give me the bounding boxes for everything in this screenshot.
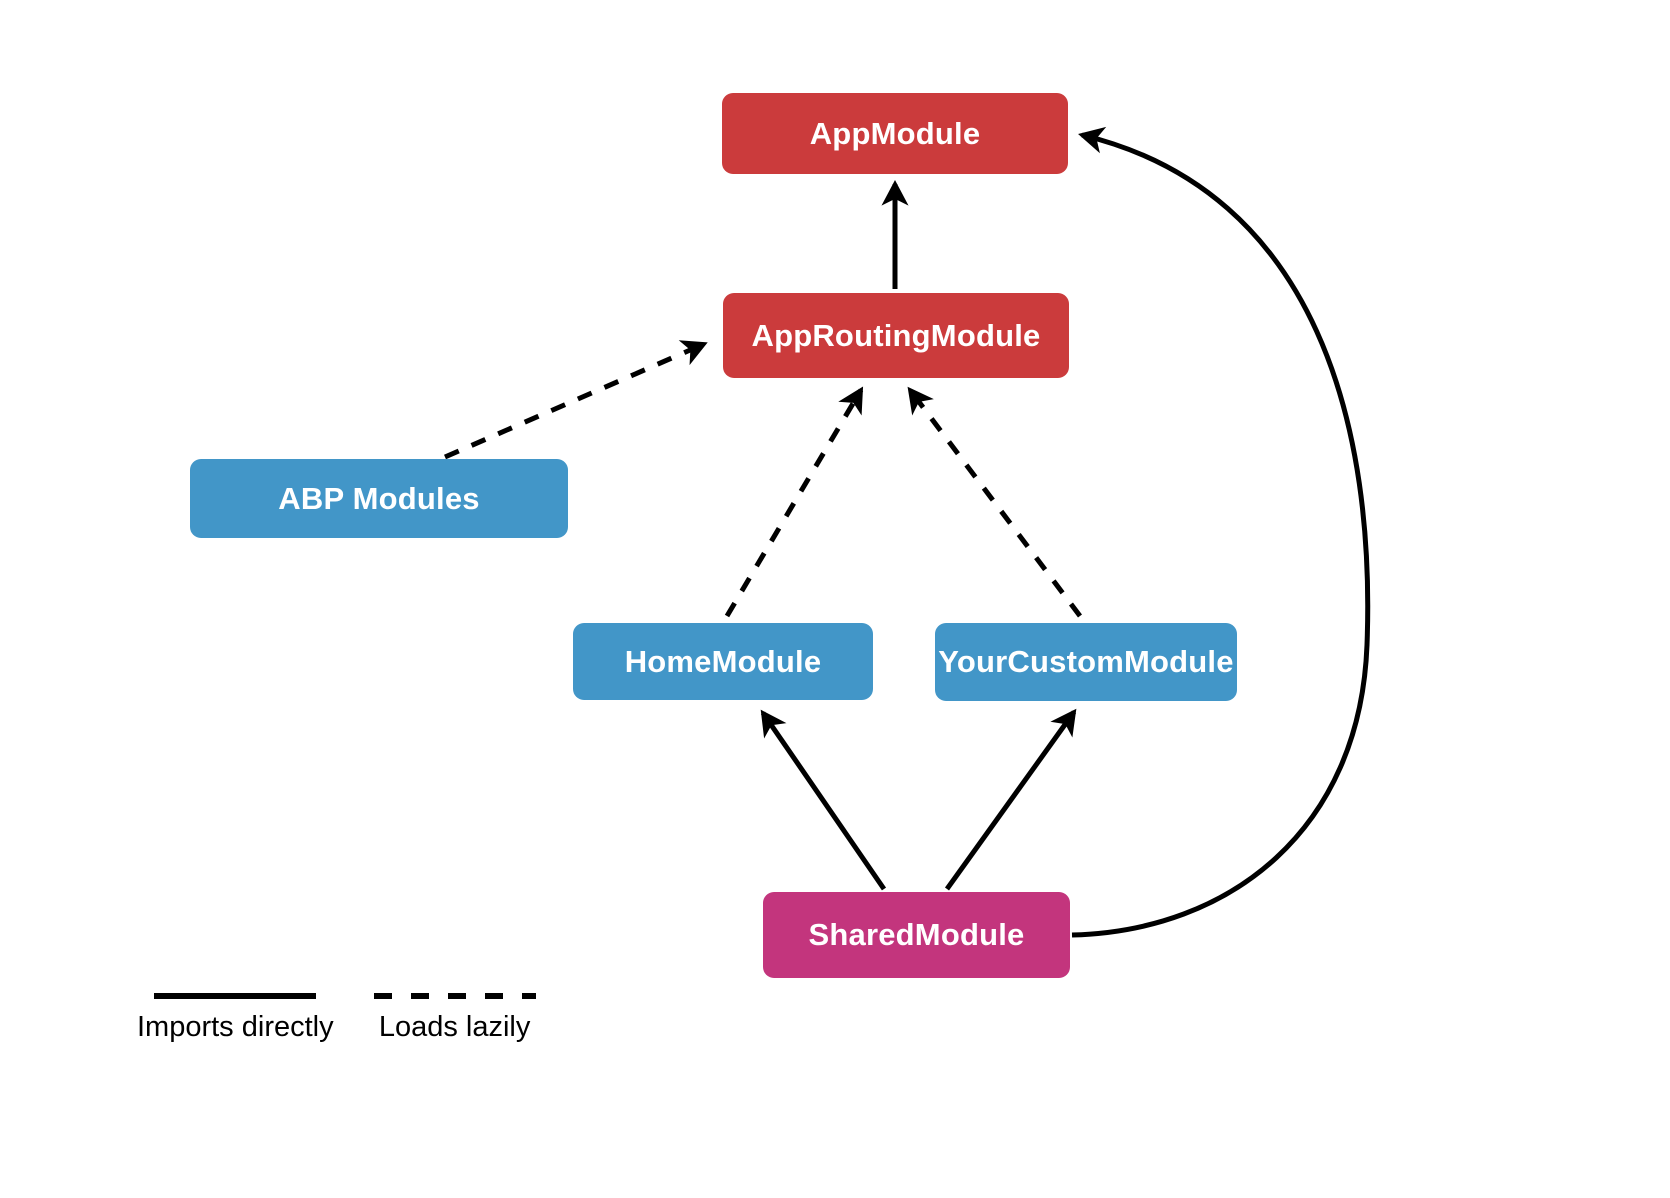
node-shared-module: SharedModule	[763, 892, 1070, 978]
edge-sharedmodule-to-homemodule	[760, 709, 887, 891]
legend-item-imports-directly: Imports directly	[137, 993, 334, 1044]
node-shared-module-label: SharedModule	[808, 917, 1025, 952]
node-your-custom-module: YourCustomModule	[935, 623, 1237, 701]
node-home-module: HomeModule	[573, 623, 873, 700]
legend-loads-lazily-label: Loads lazily	[378, 1011, 531, 1043]
node-your-custom-module-label: YourCustomModule	[938, 644, 1234, 679]
node-app-module: AppModule	[722, 93, 1068, 174]
node-app-module-label: AppModule	[809, 115, 981, 151]
edge-yourcustommodule-to-approutingmodule	[907, 386, 1082, 618]
legend-item-loads-lazily: Loads lazily	[373, 993, 536, 1044]
legend-solid-line-swatch	[154, 993, 317, 999]
legend-imports-directly-label: Imports directly	[137, 1011, 334, 1043]
node-abp-modules-label: ABP Modules	[278, 480, 480, 516]
node-app-routing-module: AppRoutingModule	[723, 293, 1069, 378]
node-home-module-label: HomeModule	[624, 643, 822, 679]
legend: Imports directly Loads lazily	[137, 993, 536, 1044]
node-abp-modules: ABP Modules	[190, 459, 568, 538]
edge-homemodule-to-approutingmodule	[724, 386, 864, 618]
edge-abpmodules-to-approutingmodule	[444, 340, 708, 460]
edge-sharedmodule-to-appmodule-curve	[1071, 126, 1371, 938]
edge-sharedmodule-to-yourcustommodule	[944, 708, 1077, 891]
legend-dashed-line-swatch	[373, 993, 536, 999]
node-app-routing-module-label: AppRoutingModule	[751, 317, 1041, 353]
